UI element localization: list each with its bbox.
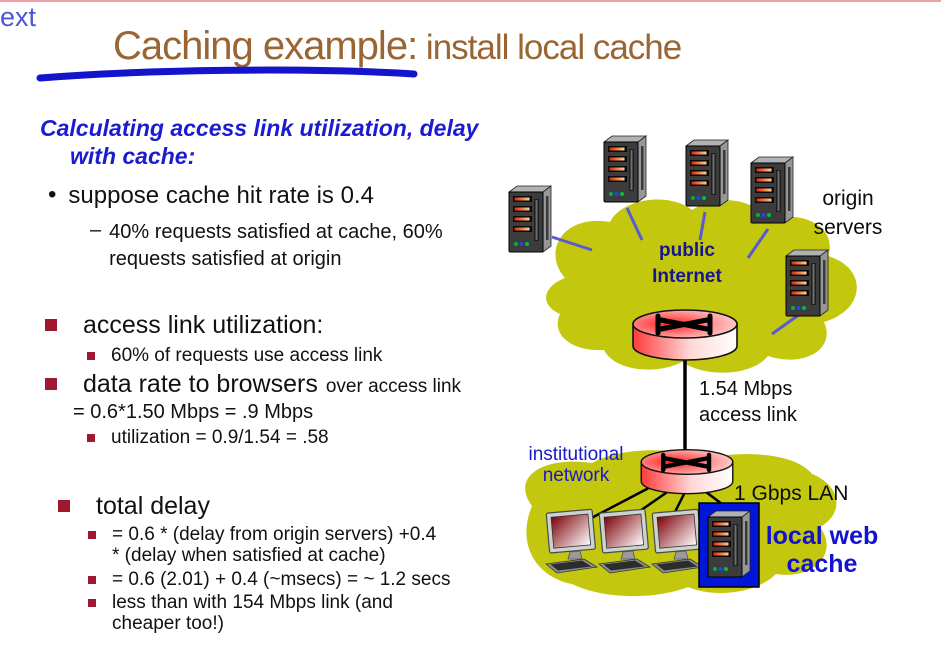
origin-server-icon bbox=[603, 135, 647, 203]
sub-delay-2: = 0.6 (2.01) + 0.4 (~msecs) = ~ 1.2 secs bbox=[88, 569, 450, 591]
institutional-router-icon bbox=[641, 450, 733, 494]
public-internet-line2: Internet bbox=[652, 266, 722, 287]
sub-delay-1: = 0.6 * (delay from origin servers) +0.4… bbox=[88, 524, 436, 566]
origin-servers-line2: servers bbox=[813, 216, 883, 239]
top-divider-line bbox=[0, 0, 941, 2]
origin-server-icon bbox=[785, 249, 829, 317]
title-underline bbox=[36, 66, 418, 82]
square-bullet-icon bbox=[87, 434, 95, 442]
utilization-sub-text: 60% of requests use access link bbox=[111, 345, 383, 366]
delay-line1b: * (delay when satisfied at cache) bbox=[112, 545, 386, 566]
workstation-icon bbox=[598, 508, 651, 574]
square-bullet-icon bbox=[45, 378, 57, 390]
institutional-line2: network bbox=[542, 465, 610, 486]
sub-utilization: 60% of requests use access link bbox=[87, 345, 382, 367]
title-sub: install local cache bbox=[417, 28, 682, 67]
total-delay-head: total delay bbox=[96, 492, 210, 520]
local-web-cache-line1: local web bbox=[765, 522, 879, 550]
delay-line1a: = 0.6 * (delay from origin servers) +0.4 bbox=[112, 524, 437, 545]
bullet-hit-rate: • suppose cache hit rate is 0.4 bbox=[48, 182, 374, 210]
access-link-line2: access link bbox=[699, 404, 797, 426]
delay-line3a: less than with 154 Mbps link (and bbox=[112, 592, 393, 613]
workstation-icon bbox=[545, 508, 598, 574]
data-rate-sub-text: utilization = 0.9/1.54 = .58 bbox=[111, 427, 329, 448]
origin-servers-line1: origin bbox=[822, 187, 874, 210]
local-cache-server-icon bbox=[707, 510, 751, 578]
page-title: Caching example: install local cache bbox=[113, 24, 682, 69]
data-rate-head: data rate to browsers bbox=[83, 370, 318, 398]
delay-line2: = 0.6 (2.01) + 0.4 (~msecs) = ~ 1.2 secs bbox=[112, 569, 451, 590]
dash-bullet-icon: – bbox=[90, 219, 102, 241]
utilization-head: access link utilization: bbox=[83, 311, 324, 339]
square-bullet-icon bbox=[87, 352, 95, 360]
public-internet-line1: public bbox=[659, 240, 715, 261]
delay-line3b: cheaper too!) bbox=[112, 613, 224, 634]
bullet-total-delay: total delay bbox=[58, 492, 210, 521]
local-web-cache-label: local web cache bbox=[760, 522, 884, 578]
sub-data-rate: utilization = 0.9/1.54 = .58 bbox=[87, 427, 329, 449]
data-rate-calc: = 0.6*1.50 Mbps = .9 Mbps bbox=[73, 401, 314, 423]
workstation-icon bbox=[651, 508, 704, 574]
calc-heading-line1: Calculating access link utilization, del… bbox=[40, 115, 479, 141]
title-main: Caching example: bbox=[113, 24, 418, 68]
calc-heading-line2: with cache: bbox=[70, 143, 196, 169]
sub-hit-rate-line2: requests satisfied at origin bbox=[109, 248, 342, 270]
origin-server-icon bbox=[750, 156, 794, 224]
square-bullet-icon bbox=[45, 319, 57, 331]
square-bullet-icon bbox=[88, 599, 96, 607]
round-bullet-icon: • bbox=[48, 181, 57, 208]
calc-heading: Calculating access link utilization, del… bbox=[40, 114, 478, 170]
sub-hit-rate: – 40% requests satisfied at cache, 60% r… bbox=[90, 219, 443, 273]
bullet-data-rate: data rate to browsers over access link bbox=[45, 370, 461, 399]
data-rate-head-suffix: over access link bbox=[325, 376, 462, 397]
square-bullet-icon bbox=[88, 531, 96, 539]
public-internet-label: public Internet bbox=[632, 238, 742, 290]
local-web-cache-line2: cache bbox=[786, 550, 858, 578]
lan-label: 1 Gbps LAN bbox=[734, 482, 849, 505]
internet-router-icon bbox=[633, 310, 737, 360]
access-link-label: 1.54 Mbps access link bbox=[699, 376, 797, 428]
corner-link-text[interactable]: ext bbox=[0, 2, 37, 32]
server-link-lines bbox=[551, 207, 801, 336]
access-link-line1: 1.54 Mbps bbox=[699, 378, 793, 400]
square-bullet-icon bbox=[88, 576, 96, 584]
sub-delay-3: less than with 154 Mbps link (and cheape… bbox=[88, 592, 393, 634]
origin-servers-label: origin servers bbox=[800, 184, 896, 242]
origin-server-icon bbox=[685, 139, 729, 207]
square-bullet-icon bbox=[58, 500, 70, 512]
bullet-hit-rate-text: suppose cache hit rate is 0.4 bbox=[68, 182, 374, 209]
institutional-line1: institutional bbox=[528, 444, 624, 465]
sub-hit-rate-line1: 40% requests satisfied at cache, 60% bbox=[109, 221, 443, 243]
bullet-utilization: access link utilization: bbox=[45, 311, 323, 340]
origin-server-icon bbox=[508, 185, 552, 253]
institutional-network-label: institutional network bbox=[517, 444, 635, 486]
